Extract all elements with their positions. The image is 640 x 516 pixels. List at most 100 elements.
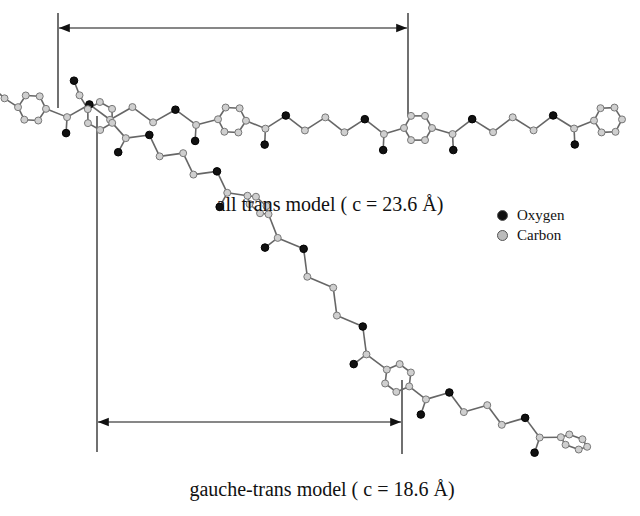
- carbon-atom: [180, 150, 187, 157]
- carbon-atom: [193, 121, 200, 128]
- carbon-atom: [64, 114, 71, 121]
- bond: [333, 288, 337, 316]
- carbon-atom: [1, 95, 8, 102]
- oxygen-atom: [261, 244, 269, 252]
- model-caption: all trans model ( c = 23.6 Å): [217, 193, 444, 216]
- carbon-atom: [156, 153, 163, 160]
- carbon-atom: [579, 436, 586, 443]
- oxygen-atom: [417, 411, 425, 419]
- oxygen-atom: [361, 115, 369, 123]
- carbon-atom: [407, 369, 414, 376]
- oxygen-atom: [446, 389, 454, 397]
- carbon-atom: [509, 114, 516, 121]
- carbon-atom: [422, 396, 429, 403]
- carbon-atom: [330, 284, 337, 291]
- carbon-atom: [449, 131, 456, 138]
- oxygen-atom: [549, 112, 557, 120]
- carbon-atom: [393, 388, 400, 395]
- legend-text: Oxygen: [517, 207, 565, 224]
- carbon-atom: [562, 441, 569, 448]
- carbon-atom: [591, 117, 598, 124]
- carbon-atom: [490, 129, 497, 136]
- carbon-atom: [129, 104, 136, 111]
- carbon-atom: [97, 126, 104, 133]
- atoms: [0, 77, 625, 457]
- carbon-atom: [304, 273, 311, 280]
- carbon-atom: [221, 128, 228, 135]
- model-caption: gauche-trans model ( c = 18.6 Å): [189, 478, 454, 501]
- oxygen-atom: [114, 148, 122, 156]
- carbon-atom: [408, 137, 415, 144]
- carbon-atom: [333, 312, 340, 319]
- carbon-atom: [618, 116, 625, 123]
- oxygen-atom: [213, 168, 221, 176]
- carbon-atom: [536, 434, 543, 441]
- carbon-atom: [84, 120, 91, 127]
- carbon-atom: [109, 119, 116, 126]
- dimension-bottom: [97, 116, 402, 454]
- carbon-atom: [598, 129, 605, 136]
- carbon-atom: [566, 431, 573, 438]
- bond: [307, 277, 333, 288]
- carbon-atom: [396, 361, 403, 368]
- carbon-atom: [301, 127, 308, 134]
- carbon-atom: [484, 402, 491, 409]
- oxygen-atom: [379, 146, 387, 154]
- oxygen-atom: [62, 129, 70, 137]
- carbon-atom: [498, 421, 505, 428]
- carbon-atom: [235, 129, 242, 136]
- carbon-atom: [597, 105, 604, 112]
- carbon-atom: [42, 105, 49, 112]
- carbon-atom: [96, 99, 103, 106]
- carbon-atom: [21, 116, 28, 123]
- carbon-atom: [571, 125, 578, 132]
- carbon-atom: [575, 446, 582, 453]
- oxygen-atom: [468, 115, 476, 123]
- carbon-atom: [109, 105, 116, 112]
- legend-swatch: [497, 210, 508, 221]
- carbon-atom: [262, 125, 269, 132]
- carbon-atom: [530, 127, 537, 134]
- oxygen-atom: [521, 414, 529, 422]
- carbon-atom: [36, 93, 43, 100]
- legend-row: Oxygen: [497, 207, 565, 224]
- carbon-atom: [341, 129, 348, 136]
- carbon-atom: [222, 104, 229, 111]
- chain-drawing: [0, 77, 625, 457]
- oxygen-atom: [350, 360, 358, 368]
- oxygen-atom: [571, 141, 579, 149]
- carbon-atom: [401, 125, 408, 132]
- carbon-atom: [422, 112, 429, 119]
- carbon-atom: [611, 104, 618, 111]
- oxygen-atom: [70, 77, 78, 85]
- carbon-atom: [584, 443, 591, 450]
- carbon-atom: [363, 351, 370, 358]
- carbon-atom: [15, 104, 22, 111]
- oxygen-atom: [261, 141, 269, 149]
- carbon-atom: [215, 116, 222, 123]
- oxygen-atom: [531, 449, 539, 457]
- dimension-top: [58, 13, 408, 116]
- carbon-atom: [612, 128, 619, 135]
- carbon-atom: [429, 125, 436, 132]
- bonds: [0, 81, 622, 453]
- oxygen-atom: [282, 112, 290, 120]
- carbon-atom: [242, 117, 249, 124]
- carbon-atom: [236, 105, 243, 112]
- carbon-atom: [190, 171, 197, 178]
- carbon-atom: [422, 137, 429, 144]
- legend-swatch: [497, 230, 508, 241]
- legend-row: Carbon: [497, 227, 561, 244]
- carbon-atom: [557, 434, 564, 441]
- carbon-atom: [76, 92, 83, 99]
- legend-text: Carbon: [517, 227, 561, 244]
- oxygen-atom: [146, 131, 154, 139]
- carbon-atom: [382, 380, 389, 387]
- carbon-atom: [406, 383, 413, 390]
- carbon-atom: [380, 131, 387, 138]
- oxygen-atom: [172, 106, 180, 114]
- carbon-atom: [322, 114, 329, 121]
- oxygen-atom: [191, 137, 199, 145]
- carbon-atom: [383, 366, 390, 373]
